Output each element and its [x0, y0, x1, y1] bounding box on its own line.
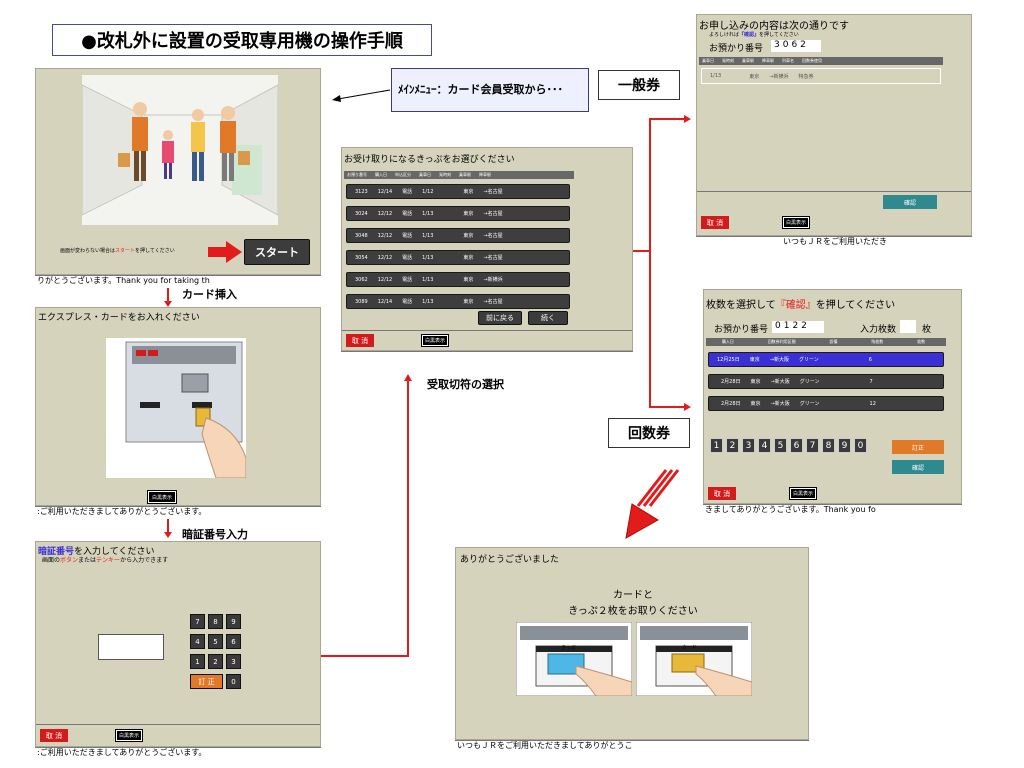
- select-ticker: [341, 351, 633, 362]
- cancel-button[interactable]: 取 消: [708, 487, 736, 500]
- coupon-ticker: きましてありがとうございます。Thank you fo: [703, 504, 962, 515]
- bw-display-button[interactable]: 白黒表示: [782, 216, 810, 229]
- cancel-button[interactable]: 取 消: [40, 729, 68, 742]
- coupon-screen: 枚数を選択して『確認』を押してください お預かり番号 0122 入力枚数 枚 購…: [703, 289, 962, 504]
- cancel-button[interactable]: 取 消: [346, 334, 374, 347]
- thanks-screen: ありがとうございました カードと きっぷ２枚をお取りください きっぷ カード: [455, 547, 809, 740]
- confirm-screen-subtitle: よろしければ『確認』を押してください: [709, 32, 799, 38]
- reservation-number-label: お預かり番号: [709, 44, 764, 54]
- key-5[interactable]: 5: [208, 634, 223, 649]
- arrow-down-left-icon: [625, 469, 680, 539]
- select-screen-title: お受け取りになるきっぷをお選びください: [344, 155, 515, 165]
- next-button[interactable]: 続く: [528, 311, 568, 325]
- cancel-button[interactable]: 取 消: [701, 216, 729, 229]
- main-title: ●改札外に設置の受取専用機の操作手順: [52, 24, 432, 56]
- card-slot-label: カード: [682, 645, 698, 651]
- digit-7[interactable]: 7: [806, 438, 819, 453]
- arrow-right-icon: [208, 241, 242, 263]
- key-2[interactable]: 2: [208, 654, 223, 669]
- count-unit: 枚: [922, 325, 932, 335]
- digit-2[interactable]: 2: [726, 438, 739, 453]
- card-slot-illustration: [636, 622, 752, 696]
- start-screen: 画面が変わらない場合はスタートを押してください スタート: [35, 68, 321, 275]
- arrow-left-icon: [332, 89, 391, 102]
- key-6[interactable]: 6: [226, 634, 241, 649]
- reservation-number-label: お預かり番号: [714, 325, 769, 335]
- key-1[interactable]: 1: [190, 654, 205, 669]
- thanks-line-2: きっぷ２枚をお取りください: [568, 606, 698, 617]
- card-ticker: :ご利用いただきましてありがとうございます。: [35, 506, 321, 517]
- pin-screen-subtitle: 画面のボタンまたはテンキーから入力できます: [42, 557, 169, 564]
- bw-display-button[interactable]: 白黒表示: [789, 487, 817, 500]
- thanks-line-1: カードと: [613, 590, 653, 601]
- select-screen: お受け取りになるきっぷをお選びください お預り番号購入日申込区分乗車日発時刻乗車…: [341, 147, 633, 351]
- thanks-screen-title: ありがとうございました: [460, 555, 560, 565]
- count-label: 入力枚数: [860, 325, 897, 335]
- start-instruction: 画面が変わらない場合はスタートを押してください: [60, 248, 175, 254]
- digit-9[interactable]: 9: [838, 438, 851, 453]
- step-card-insert-label: カード挿入: [182, 288, 237, 301]
- ticket-slot-label: きっぷ: [561, 645, 576, 651]
- digit-5[interactable]: 5: [774, 438, 787, 453]
- digit-4[interactable]: 4: [758, 438, 771, 453]
- prev-button[interactable]: 前に戻る: [478, 311, 522, 325]
- pin-screen-title: 暗証番号を入力してください: [38, 547, 155, 557]
- card-screen-title: エクスプレス・カードをお入れください: [38, 313, 200, 323]
- family-illustration: [82, 75, 278, 225]
- coupon-ticket-label: 回数券: [608, 418, 690, 448]
- digit-0[interactable]: 0: [854, 438, 867, 453]
- confirm-screen: お申し込みの内容は次の通りです よろしければ『確認』を押してください お預かり番…: [696, 14, 972, 236]
- start-ticker: りがとうございます。Thank you for taking th: [35, 275, 321, 286]
- coupon-screen-title: 枚数を選択して『確認』を押してください: [706, 300, 896, 311]
- digit-3[interactable]: 3: [742, 438, 755, 453]
- bw-display-button[interactable]: 白黒表示: [421, 334, 449, 347]
- menu-callout: ﾒｲﾝﾒﾆｭｰ：カード会員受取から･･･: [391, 68, 589, 112]
- correct-button[interactable]: 訂正: [892, 440, 944, 454]
- step-pin-entry-label: 暗証番号入力: [182, 528, 248, 541]
- key-9[interactable]: 9: [226, 614, 241, 629]
- bw-display-button[interactable]: 白黒表示: [115, 729, 143, 742]
- card-screen: エクスプレス・カードをお入れください 白黒表示: [35, 307, 321, 506]
- key-8[interactable]: 8: [208, 614, 223, 629]
- start-button[interactable]: スタート: [244, 239, 310, 265]
- pin-ticker: :ご利用いただきましてありがとうございます。: [35, 747, 321, 758]
- coupon-table-header: 購入日回数券利用区間設備残枚数枚数: [706, 338, 946, 346]
- correct-key[interactable]: 訂 正: [190, 674, 223, 689]
- confirm-screen-title: お申し込みの内容は次の通りです: [699, 21, 849, 32]
- bw-display-button[interactable]: 白黒表示: [147, 490, 177, 504]
- select-table-header: お預り番号購入日申込区分乗車日発時刻乗車駅降車駅: [344, 171, 574, 179]
- digit-6[interactable]: 6: [790, 438, 803, 453]
- step-select-label: 受取切符の選択: [427, 378, 504, 391]
- confirm-ticker: いつもＪＲをご利用いただき: [696, 236, 972, 247]
- key-7[interactable]: 7: [190, 614, 205, 629]
- key-3[interactable]: 3: [226, 654, 241, 669]
- pin-input-field[interactable]: [98, 634, 164, 660]
- general-ticket-label: 一般券: [598, 70, 680, 100]
- thanks-ticker: いつもＪＲをご利用いただきましてありがとうこ: [455, 740, 809, 751]
- reservation-number-value: 0122: [772, 321, 824, 333]
- key-0[interactable]: 0: [226, 674, 241, 689]
- key-4[interactable]: 4: [190, 634, 205, 649]
- confirm-button[interactable]: 確認: [892, 460, 944, 474]
- confirm-table-header: 乗車日発時刻乗車駅降車駅列車名回数券使用: [699, 57, 943, 65]
- digit-8[interactable]: 8: [822, 438, 835, 453]
- count-input[interactable]: [900, 320, 916, 333]
- confirm-button[interactable]: 確認: [883, 195, 937, 209]
- reservation-number-value: 3062: [771, 40, 821, 52]
- pin-screen: 暗証番号を入力してください 画面のボタンまたはテンキーから入力できます 7 8 …: [35, 541, 321, 747]
- ticket-slot-illustration: [516, 622, 632, 696]
- card-machine-illustration: [106, 338, 246, 478]
- digit-1[interactable]: 1: [710, 438, 723, 453]
